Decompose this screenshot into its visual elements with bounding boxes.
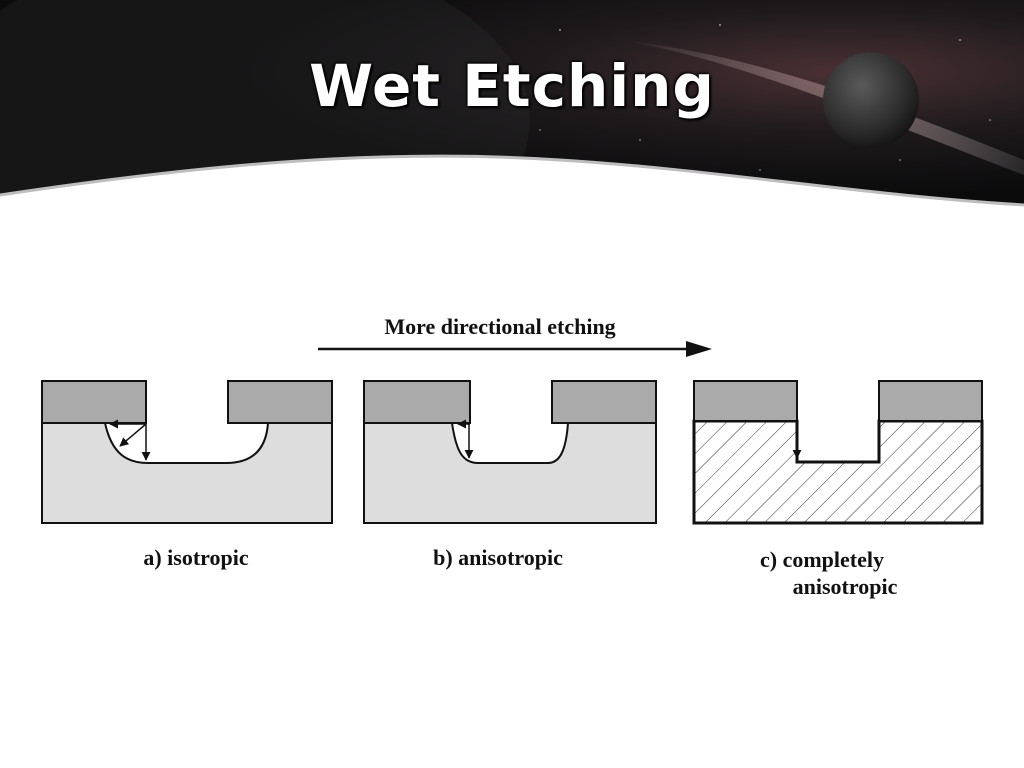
mask-left-isotropic bbox=[41, 380, 147, 424]
mask-left-completely-anisotropic bbox=[693, 380, 798, 422]
substrate-anisotropic bbox=[363, 422, 657, 524]
mask-left-anisotropic bbox=[363, 380, 471, 424]
substrate-isotropic bbox=[41, 422, 333, 524]
direction-label: More directional etching bbox=[384, 314, 615, 339]
etch-arrows-isotropic bbox=[109, 419, 151, 461]
panel-isotropic bbox=[41, 380, 333, 524]
header-banner bbox=[0, 0, 1024, 215]
panel-anisotropic bbox=[363, 380, 657, 524]
etch-arrows-anisotropic bbox=[457, 419, 474, 459]
label-completely-line1: c) completely bbox=[760, 547, 884, 572]
label-anisotropic: b) anisotropic bbox=[433, 545, 563, 570]
mask-right-anisotropic bbox=[551, 380, 657, 424]
mask-right-isotropic bbox=[227, 380, 333, 424]
label-completely-line2: anisotropic bbox=[793, 574, 898, 599]
etching-diagram: More directional etching a) isotropic bbox=[41, 314, 984, 599]
substrate-hatch bbox=[692, 419, 984, 525]
slide-title: Wet Etching bbox=[309, 52, 715, 120]
direction-arrow bbox=[318, 341, 712, 357]
mask-right-completely-anisotropic bbox=[878, 380, 983, 422]
label-isotropic: a) isotropic bbox=[143, 545, 249, 570]
panel-completely-anisotropic bbox=[692, 380, 984, 525]
